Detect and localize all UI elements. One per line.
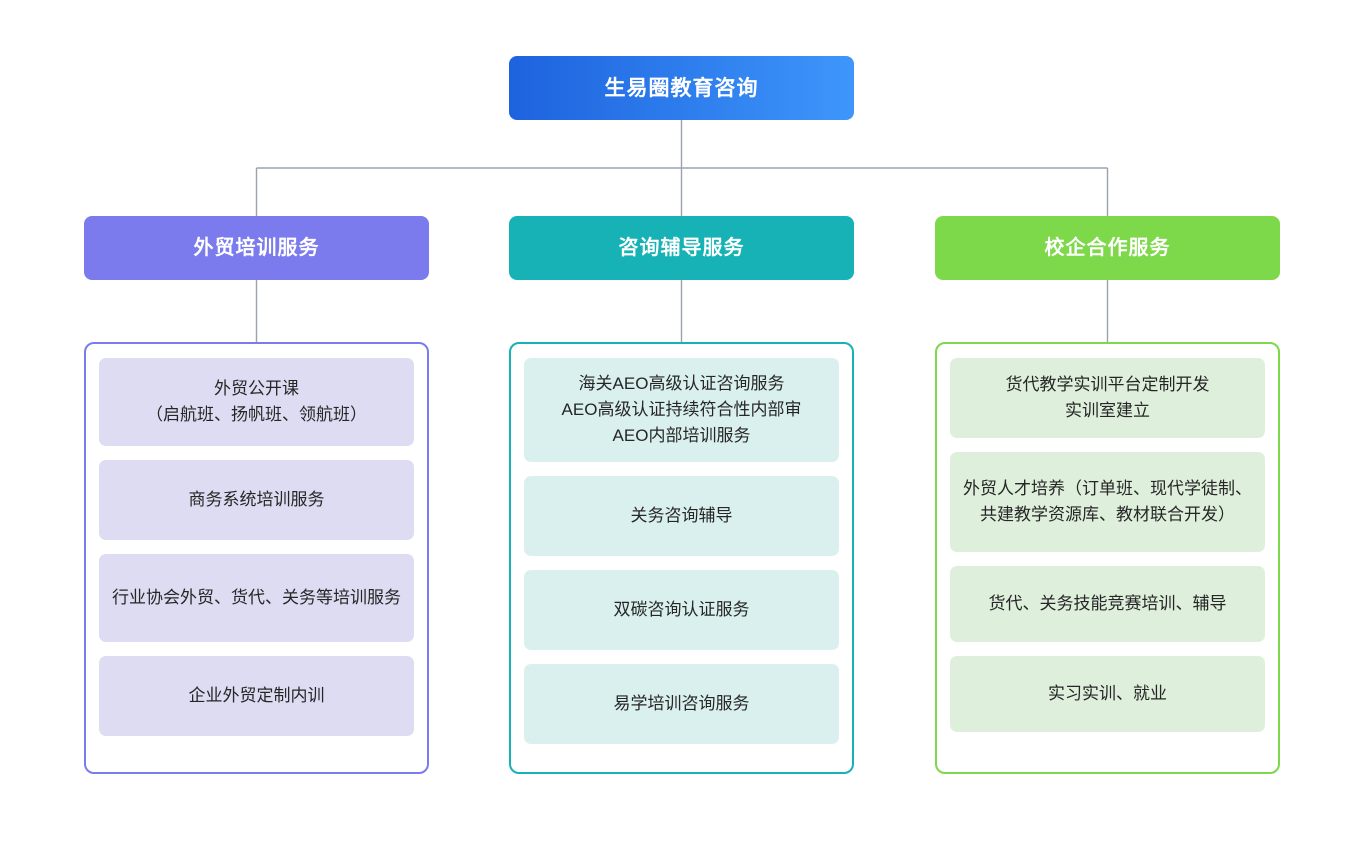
service-item-label: 商务系统培训服务	[188, 490, 325, 509]
items-container-2: 海关AEO高级认证咨询服务 AEO高级认证持续符合性内部审 AEO内部培训服务 …	[509, 342, 854, 774]
service-item[interactable]: 外贸人才培养（订单班、现代学徒制、共建教学资源库、教材联合开发）	[950, 452, 1265, 552]
items-container-3: 货代教学实训平台定制开发 实训室建立 外贸人才培养（订单班、现代学徒制、共建教学…	[935, 342, 1280, 774]
root-node-label: 生易圈教育咨询	[604, 76, 759, 100]
branch-column-2: 咨询辅导服务 海关AEO高级认证咨询服务 AEO高级认证持续符合性内部审 AEO…	[509, 216, 854, 774]
service-item-label: 海关AEO高级认证咨询服务 AEO高级认证持续符合性内部审 AEO内部培训服务	[561, 374, 802, 445]
service-item[interactable]: 易学培训咨询服务	[524, 664, 839, 744]
service-item[interactable]: 商务系统培训服务	[99, 460, 414, 540]
category-header-1[interactable]: 外贸培训服务	[84, 216, 429, 280]
service-item-label: 实习实训、就业	[1048, 684, 1167, 703]
service-item[interactable]: 企业外贸定制内训	[99, 656, 414, 736]
service-item[interactable]: 货代教学实训平台定制开发 实训室建立	[950, 358, 1265, 438]
service-item[interactable]: 关务咨询辅导	[524, 476, 839, 556]
category-header-1-label: 外贸培训服务	[193, 237, 320, 259]
service-item-label: 货代教学实训平台定制开发 实训室建立	[1005, 375, 1210, 420]
service-item-label: 行业协会外贸、货代、关务等培训服务	[112, 588, 401, 607]
service-item[interactable]: 海关AEO高级认证咨询服务 AEO高级认证持续符合性内部审 AEO内部培训服务	[524, 358, 839, 462]
branch-column-1: 外贸培训服务 外贸公开课 （启航班、扬帆班、领航班） 商务系统培训服务 行业协会…	[84, 216, 429, 774]
category-header-2[interactable]: 咨询辅导服务	[509, 216, 854, 280]
service-item-label: 企业外贸定制内训	[188, 686, 325, 705]
category-header-3[interactable]: 校企合作服务	[935, 216, 1280, 280]
service-item-label: 外贸人才培养（订单班、现代学徒制、共建教学资源库、教材联合开发）	[963, 479, 1252, 524]
service-item-label: 易学培训咨询服务	[613, 694, 750, 713]
service-item[interactable]: 双碳咨询认证服务	[524, 570, 839, 650]
service-item[interactable]: 行业协会外贸、货代、关务等培训服务	[99, 554, 414, 642]
service-item-label: 货代、关务技能竞赛培训、辅导	[988, 594, 1227, 613]
category-header-2-label: 咨询辅导服务	[618, 237, 745, 259]
category-header-3-label: 校企合作服务	[1044, 237, 1171, 259]
service-item[interactable]: 实习实训、就业	[950, 656, 1265, 732]
service-item-label: 外贸公开课 （启航班、扬帆班、领航班）	[146, 379, 367, 424]
items-container-1: 外贸公开课 （启航班、扬帆班、领航班） 商务系统培训服务 行业协会外贸、货代、关…	[84, 342, 429, 774]
service-item[interactable]: 外贸公开课 （启航班、扬帆班、领航班）	[99, 358, 414, 446]
branch-column-3: 校企合作服务 货代教学实训平台定制开发 实训室建立 外贸人才培养（订单班、现代学…	[935, 216, 1280, 774]
service-item-label: 关务咨询辅导	[630, 506, 733, 525]
service-item[interactable]: 货代、关务技能竞赛培训、辅导	[950, 566, 1265, 642]
service-item-label: 双碳咨询认证服务	[613, 600, 750, 619]
root-node[interactable]: 生易圈教育咨询	[509, 56, 854, 120]
